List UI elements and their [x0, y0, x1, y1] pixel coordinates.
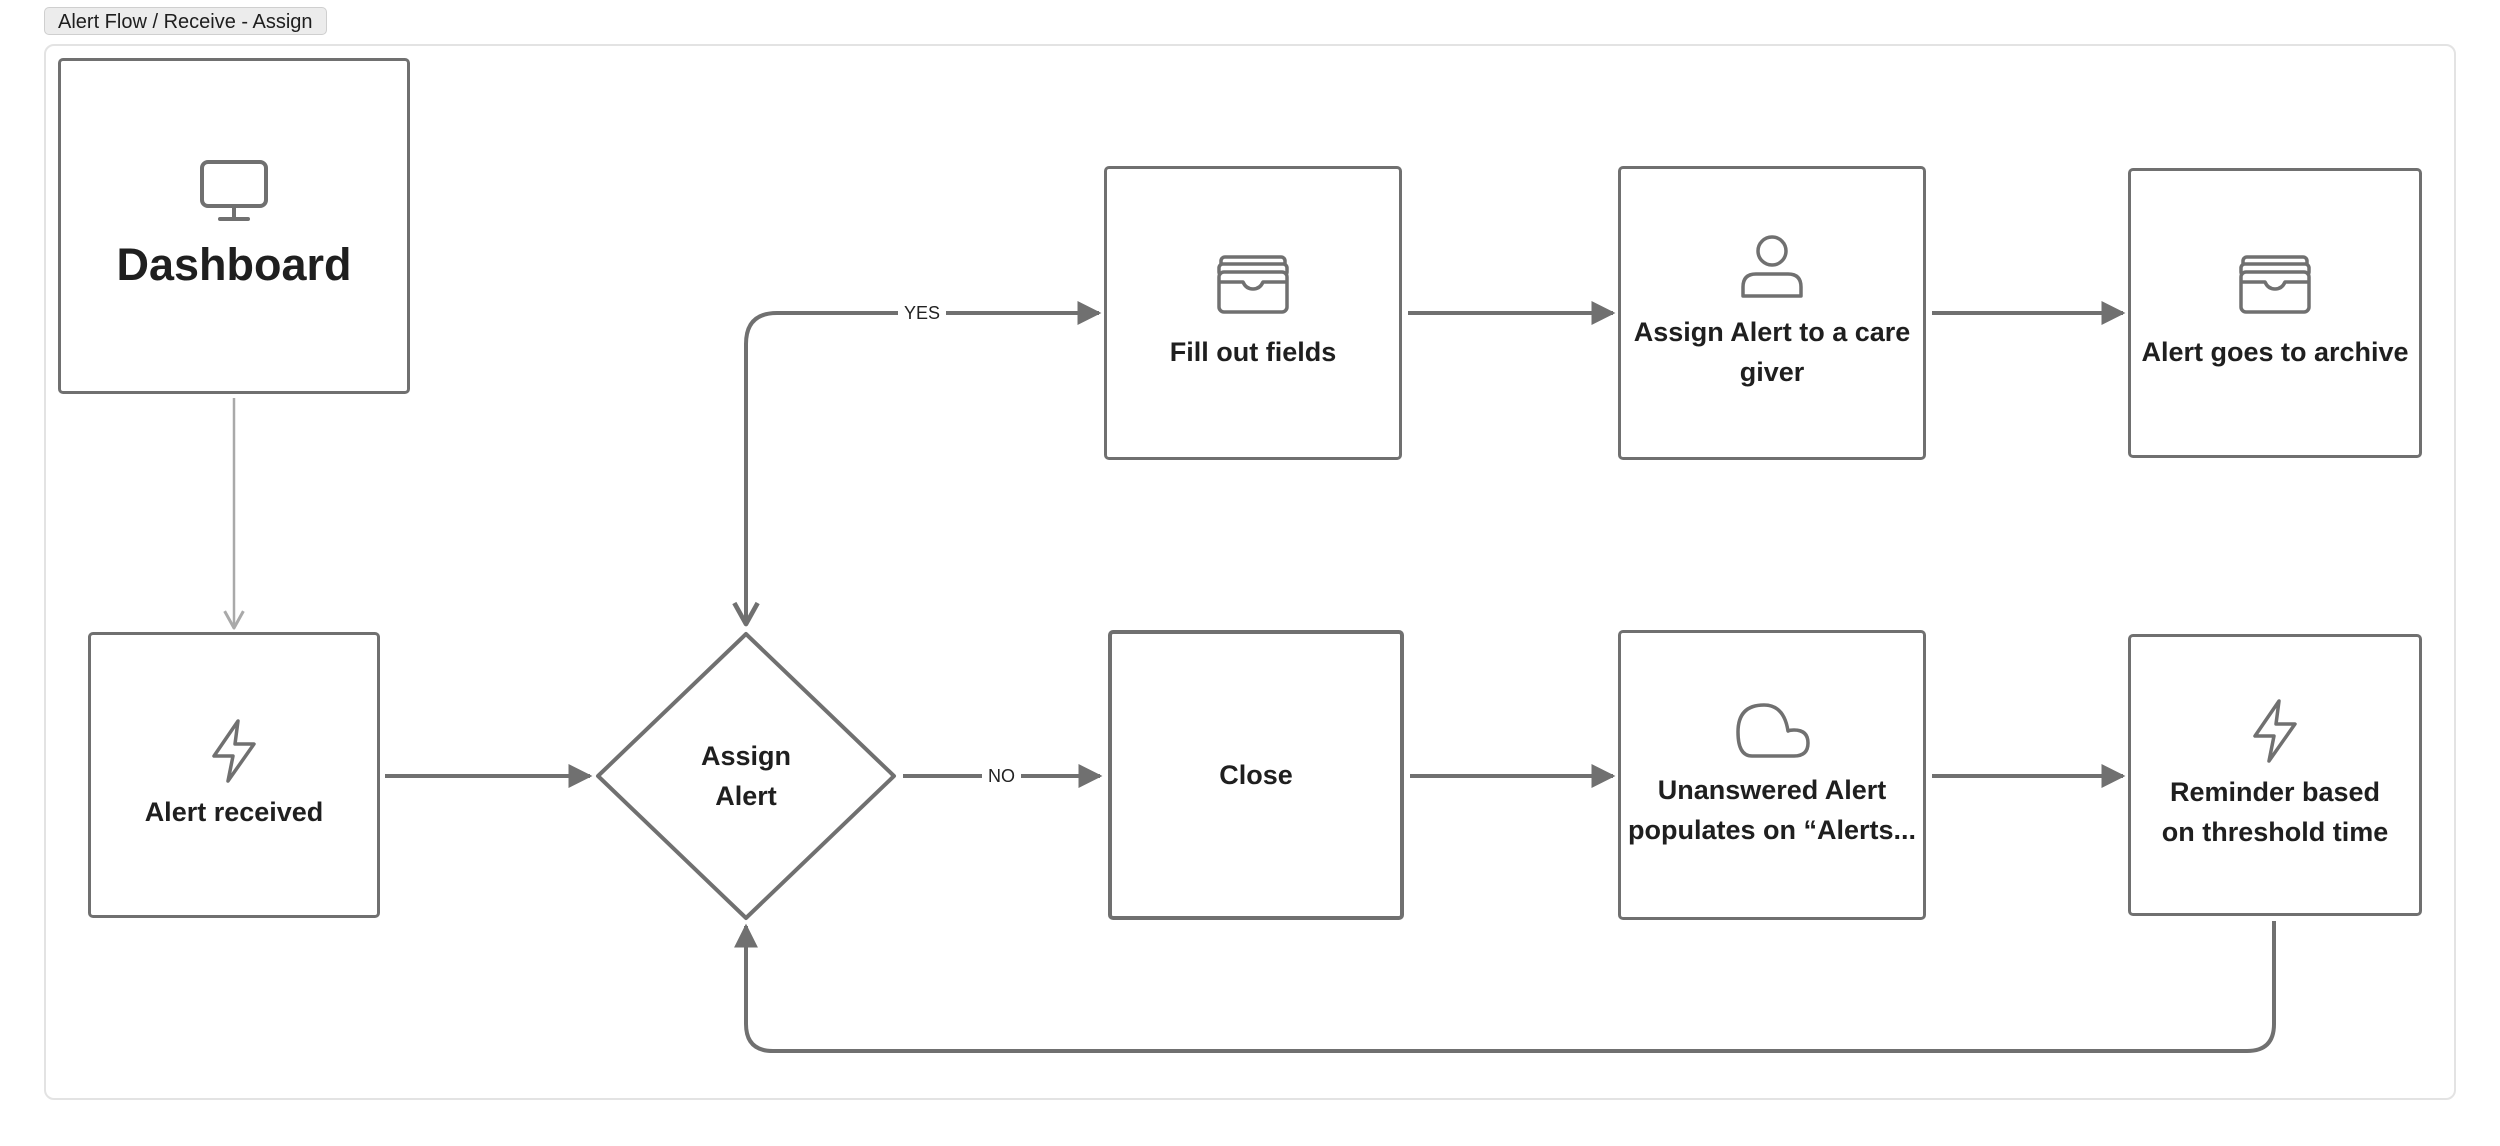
yes-label: YES: [898, 302, 947, 324]
wallet-icon: [2239, 255, 2311, 314]
assign-alert-diamond[interactable]: [596, 632, 896, 920]
lightning-icon: [212, 719, 256, 783]
node-fill-out-fields-label: Fill out fields: [1169, 337, 1337, 367]
node-reminder[interactable]: Reminder based on threshold time: [2128, 634, 2422, 916]
node-close-label: Close: [1219, 760, 1293, 790]
user-icon: [1741, 235, 1803, 298]
node-alert-received[interactable]: Alert received: [88, 632, 380, 918]
node-reminder-label: Reminder based on threshold time: [2161, 777, 2389, 847]
cloud-icon: [1736, 703, 1810, 758]
node-archive-label: Alert goes to archive: [2141, 337, 2409, 367]
lightning-icon: [2253, 699, 2297, 763]
assign-alert-line-2: Alert: [715, 781, 777, 811]
node-unanswered[interactable]: Unanswered Alert populates on “Alerts...: [1618, 630, 1926, 920]
unanswered-line-1: Unanswered Alert: [1657, 775, 1887, 805]
node-dashboard-label: Dashboard: [116, 239, 352, 290]
unanswered-line-2: populates on “Alerts...: [1627, 815, 1917, 845]
monitor-icon: [200, 160, 268, 221]
node-close[interactable]: Close: [1108, 630, 1404, 920]
edge-assign-to-fill-yes[interactable]: [732, 311, 1098, 627]
no-label: NO: [982, 765, 1021, 787]
node-assign-alert-label: Assign Alert: [666, 736, 826, 816]
node-alert-received-label: Alert received: [144, 797, 324, 827]
frame-title[interactable]: Alert Flow / Receive - Assign: [44, 7, 327, 35]
wallet-icon: [1217, 255, 1289, 314]
node-unanswered-label: Unanswered Alert populates on “Alerts...: [1618, 770, 1926, 850]
edge-reminder-loop-to-assign[interactable]: [734, 921, 2276, 1053]
node-archive[interactable]: Alert goes to archive: [2128, 168, 2422, 458]
node-assign-caregiver-label: Assign Alert to a care giver: [1633, 317, 1911, 387]
node-dashboard[interactable]: Dashboard: [58, 58, 410, 394]
assign-alert-line-1: Assign: [700, 741, 792, 771]
node-assign-caregiver[interactable]: Assign Alert to a care giver: [1618, 166, 1926, 460]
node-fill-out-fields[interactable]: Fill out fields: [1104, 166, 1402, 460]
frame-border: [44, 44, 2456, 1100]
